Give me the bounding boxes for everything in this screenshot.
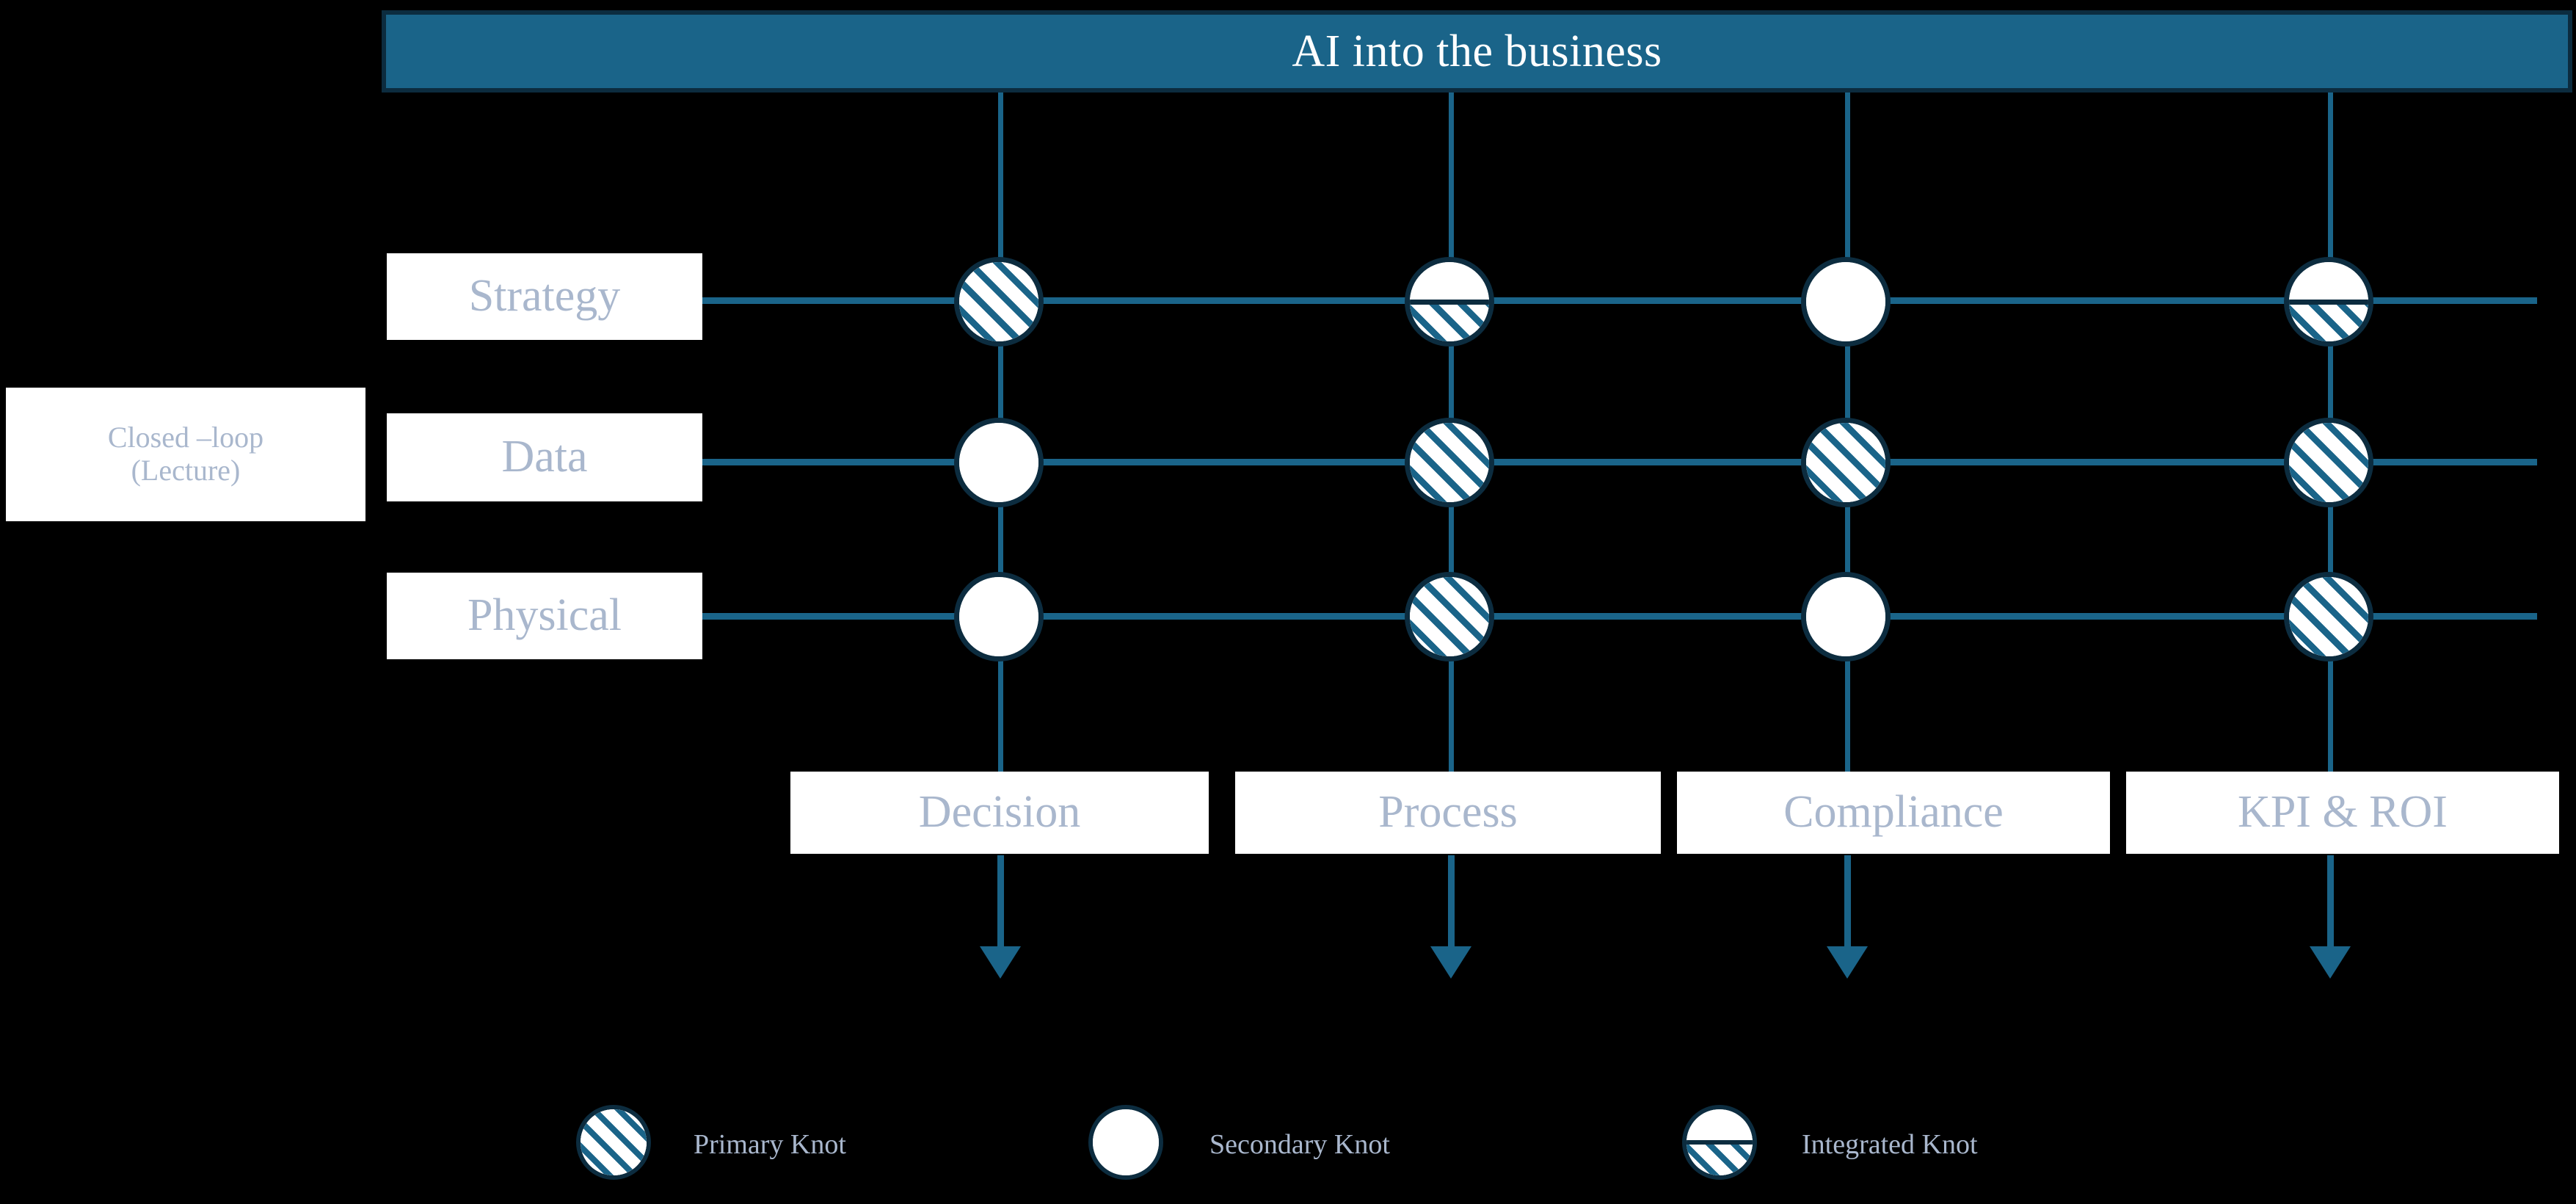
row-line-strategy: [699, 297, 2537, 304]
knot-data-process[interactable]: [1405, 418, 1494, 507]
knot-strategy-compliance[interactable]: [1801, 257, 1891, 347]
knot-fill-top: [1410, 262, 1489, 302]
row-label-data[interactable]: Data: [387, 413, 702, 501]
column-label-kpi-text: KPI & ROI: [2238, 787, 2448, 838]
legend-fill-bottom: [1687, 1142, 1753, 1175]
knot-fill: [2289, 577, 2368, 656]
integrated-knot-icon: [1682, 1105, 1757, 1180]
knot-divider: [2289, 300, 2368, 305]
row-label-physical-text: Physical: [467, 590, 622, 641]
arrow-shaft-process: [1448, 855, 1455, 949]
closed-loop-line-2: (Lecture): [131, 454, 241, 487]
knot-strategy-kpi[interactable]: [2284, 257, 2373, 347]
knot-fill: [959, 423, 1038, 502]
row-label-strategy-text: Strategy: [468, 271, 621, 322]
row-line-physical: [699, 613, 2537, 620]
column-label-kpi[interactable]: KPI & ROI: [2126, 772, 2559, 854]
knot-fill: [1806, 577, 1885, 656]
knot-strategy-process[interactable]: [1405, 257, 1494, 347]
knot-physical-decision[interactable]: [954, 572, 1044, 661]
arrow-head-process: [1430, 946, 1471, 979]
row-label-data-text: Data: [501, 432, 588, 482]
legend-divider: [1687, 1140, 1753, 1145]
knot-data-kpi[interactable]: [2284, 418, 2373, 507]
knot-fill: [1806, 262, 1885, 341]
knot-fill: [1410, 577, 1489, 656]
legend-label-secondary: Secondary Knot: [1209, 1129, 1390, 1160]
knot-physical-kpi[interactable]: [2284, 572, 2373, 661]
legend-fill: [581, 1109, 647, 1175]
legend-label-integrated: Integrated Knot: [1802, 1129, 1978, 1160]
knot-fill-top: [2289, 262, 2368, 302]
column-label-compliance[interactable]: Compliance: [1677, 772, 2110, 854]
arrow-shaft-compliance: [1844, 855, 1851, 949]
row-label-physical[interactable]: Physical: [387, 573, 702, 659]
arrow-shaft-decision: [997, 855, 1004, 949]
knot-data-decision[interactable]: [954, 418, 1044, 507]
column-label-decision-text: Decision: [918, 787, 1081, 838]
column-label-decision[interactable]: Decision: [790, 772, 1209, 854]
column-label-process-text: Process: [1378, 787, 1518, 838]
knot-data-compliance[interactable]: [1801, 418, 1891, 507]
knot-strategy-decision[interactable]: [954, 257, 1044, 347]
knot-divider: [1410, 300, 1489, 305]
knot-physical-process[interactable]: [1405, 572, 1494, 661]
page-title: AI into the business: [1292, 26, 1662, 76]
header-bar: AI into the business: [382, 10, 2572, 93]
knot-fill: [959, 577, 1038, 656]
closed-loop-note: Closed –loop (Lecture): [6, 388, 365, 521]
legend-fill: [1093, 1109, 1159, 1175]
knot-fill: [2289, 423, 2368, 502]
arrow-head-decision: [980, 946, 1021, 979]
row-label-strategy[interactable]: Strategy: [387, 253, 702, 340]
knot-fill-bottom: [1410, 302, 1489, 341]
closed-loop-line-1: Closed –loop: [107, 421, 264, 454]
arrow-head-kpi: [2310, 946, 2351, 979]
primary-knot-icon: [576, 1105, 651, 1180]
secondary-knot-icon: [1088, 1105, 1163, 1180]
knot-fill: [1410, 423, 1489, 502]
legend-label-primary: Primary Knot: [694, 1129, 846, 1160]
knot-physical-compliance[interactable]: [1801, 572, 1891, 661]
row-line-data: [699, 459, 2537, 465]
column-label-process[interactable]: Process: [1235, 772, 1661, 854]
knot-fill: [1806, 423, 1885, 502]
knot-fill: [959, 262, 1038, 341]
column-label-compliance-text: Compliance: [1783, 787, 2004, 838]
arrow-shaft-kpi: [2327, 855, 2334, 949]
knot-fill-bottom: [2289, 302, 2368, 341]
legend-fill-top: [1687, 1109, 1753, 1142]
arrow-head-compliance: [1827, 946, 1868, 979]
